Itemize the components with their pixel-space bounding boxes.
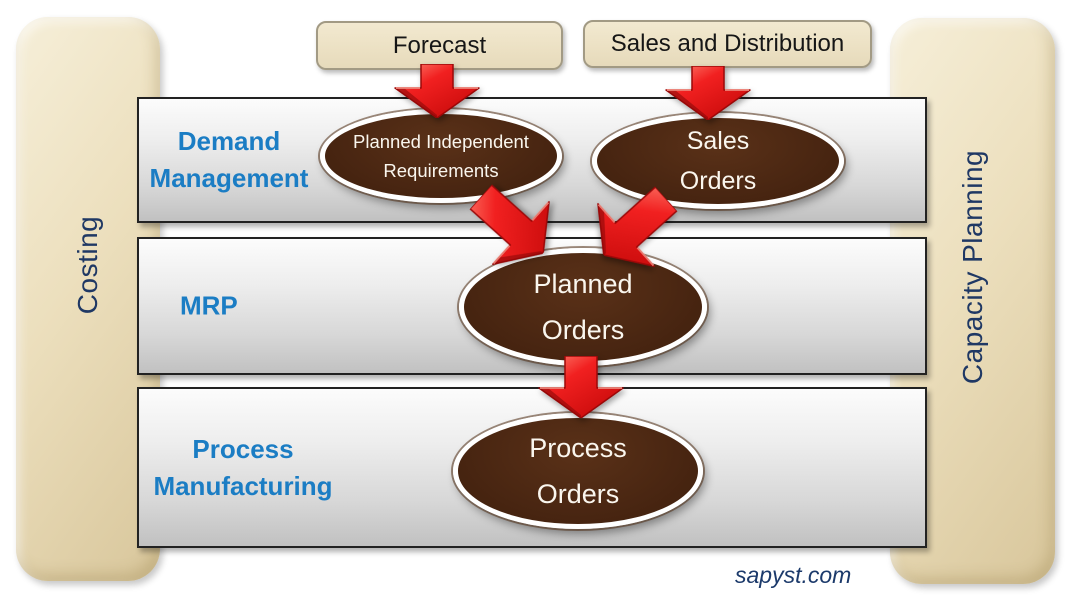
arrow-forecast-to-pir-icon: [394, 64, 480, 118]
sales-and-distribution-label: Sales and Distribution: [610, 30, 845, 57]
process-manufacturing-band: Process Manufacturing Process Orders: [137, 387, 927, 548]
costing-panel: Costing: [16, 17, 160, 581]
mrp-band: MRP Planned Orders: [137, 237, 927, 375]
watermark: sapyst.com: [735, 562, 852, 588]
costing-label: Costing: [72, 215, 103, 315]
mrp-label: MRP: [180, 290, 238, 321]
forecast-box: Forecast: [316, 21, 563, 70]
forecast-label: Forecast: [392, 31, 487, 59]
arrow-sales-orders-to-planned-orders-icon: [597, 186, 678, 267]
arrow-planned-orders-to-process-orders-icon: [538, 356, 624, 418]
capacity-planning-label: Capacity Planning: [956, 149, 988, 385]
process-orders-ellipse: Process Orders: [453, 413, 703, 529]
arrow-sales-distribution-to-sales-orders-icon: [665, 66, 751, 120]
demand-management-band: Demand Management Planned Independent Re…: [137, 97, 927, 223]
planned-independent-requirements-ellipse: Planned Independent Requirements: [320, 109, 562, 203]
process-manufacturing-label: Process Manufacturing: [153, 433, 333, 501]
sales-and-distribution-box: Sales and Distribution: [583, 20, 872, 68]
arrow-pir-to-planned-orders-icon: [469, 184, 550, 265]
sales-orders-ellipse: Sales Orders: [592, 113, 844, 209]
planned-orders-ellipse: Planned Orders: [459, 248, 707, 366]
demand-management-label: Demand Management: [149, 126, 309, 193]
